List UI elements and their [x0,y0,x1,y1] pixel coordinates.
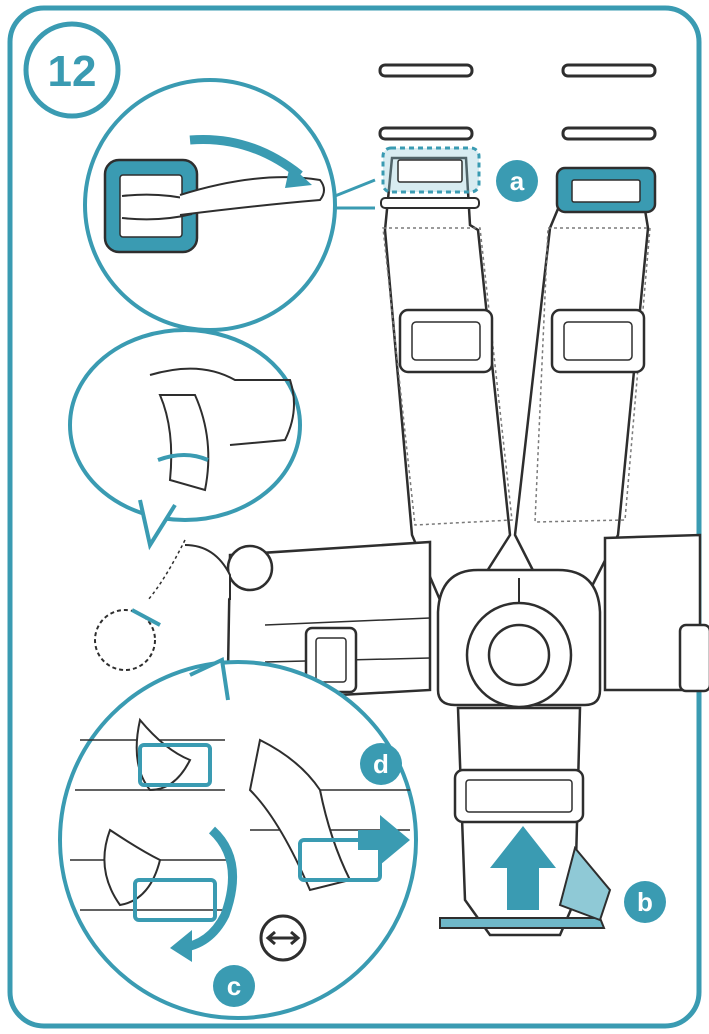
curved-rotate-arrow-icon [179,826,238,953]
svg-text:c: c [227,971,241,1001]
detail-side-clip [68,328,302,551]
callout-c: c [213,965,255,1007]
arrow-up-icon [490,826,556,910]
step-badge: 12 [23,21,121,119]
callout-a: a [496,160,538,202]
crotch-strap [439,706,612,937]
svg-text:b: b [637,887,653,917]
dashed-loop [94,539,231,671]
detail-buckle-threading [83,78,376,332]
svg-text:a: a [510,166,525,196]
svg-text:d: d [373,749,389,779]
shoulder-slots [378,63,657,141]
right-shoulder-strap [513,166,657,602]
callout-d: d [360,743,402,785]
detail-strap-routing [58,657,418,1020]
step-number: 12 [48,47,97,96]
callout-b: b [624,881,666,923]
center-buckle [436,568,602,709]
waist-belt [226,533,709,702]
arrow-right-icon [358,815,410,865]
left-shoulder-strap [380,146,513,602]
swap-horizontal-circle-icon [259,914,307,962]
